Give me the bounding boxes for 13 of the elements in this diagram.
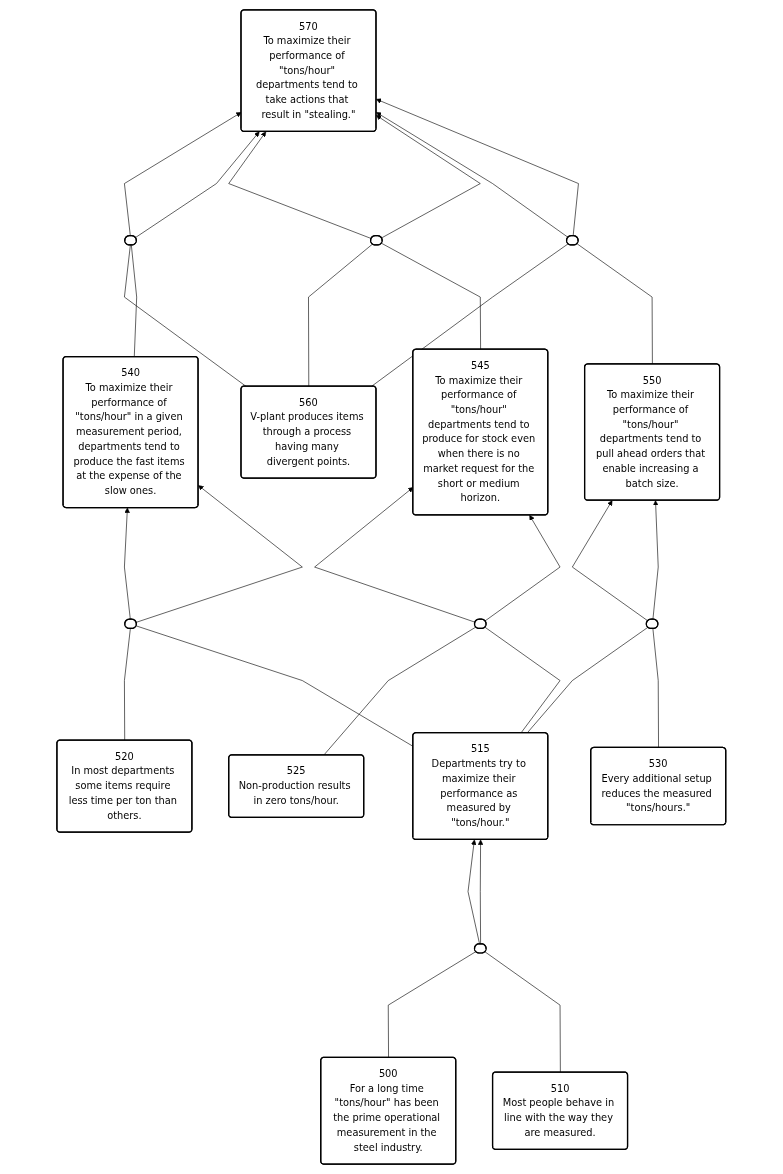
connector — [124, 628, 131, 741]
connector — [381, 243, 482, 350]
connector — [388, 951, 477, 1058]
connector — [484, 951, 561, 1073]
connector — [371, 243, 569, 387]
connector — [323, 626, 477, 756]
connector — [484, 627, 561, 734]
connector — [576, 243, 653, 365]
connector — [131, 244, 138, 358]
connector — [527, 627, 649, 734]
connector — [124, 244, 247, 387]
connector — [652, 628, 659, 749]
connector — [308, 243, 373, 387]
